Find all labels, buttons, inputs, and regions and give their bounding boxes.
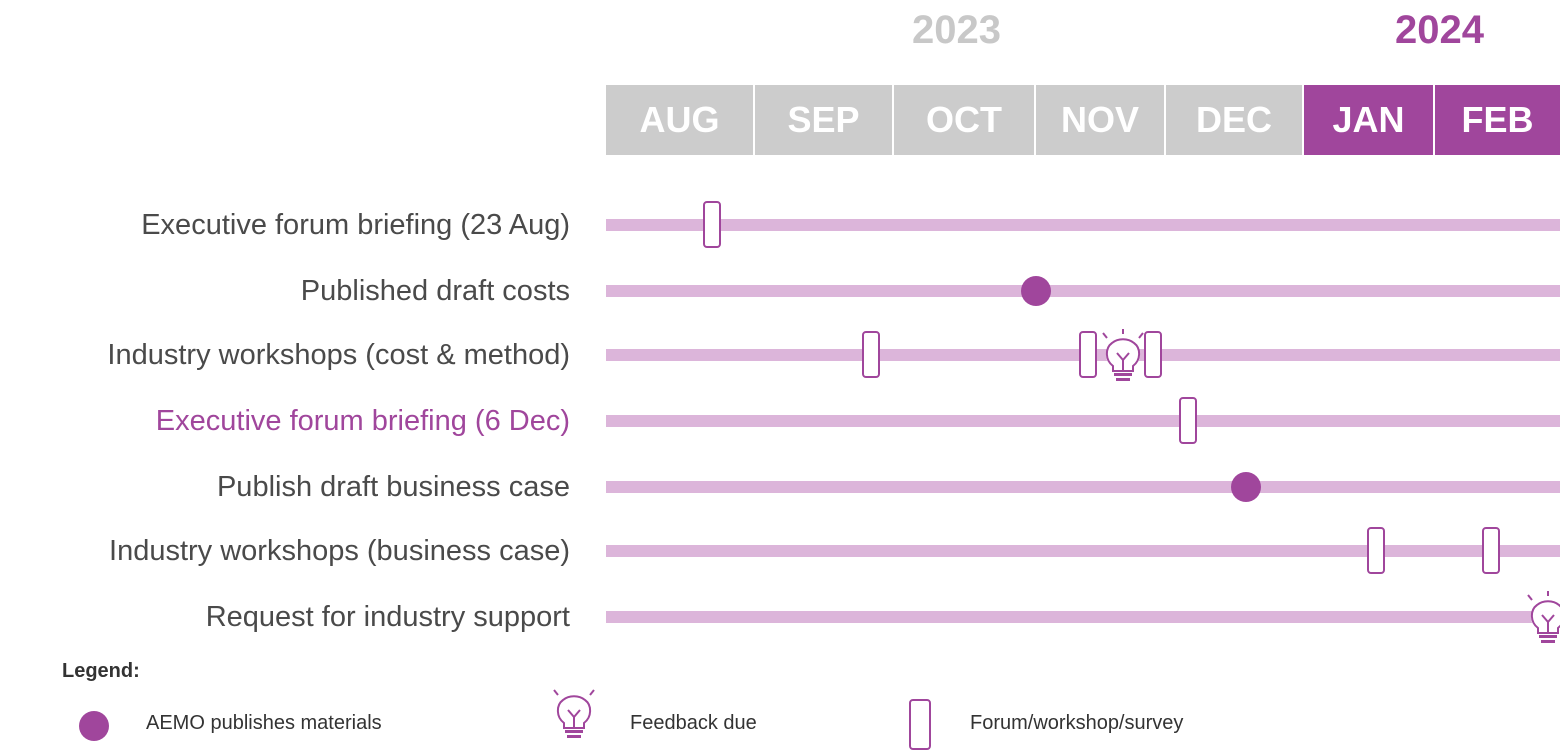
timeline-track [606, 481, 1560, 493]
year-label-2024: 2024 [1395, 8, 1484, 52]
month-jan: JAN [1304, 85, 1433, 155]
forum-marker [702, 201, 721, 248]
row-label: Published draft costs [300, 275, 570, 307]
feedback-marker [1527, 591, 1560, 643]
month-nov: NOV [1036, 85, 1164, 155]
legend-title: Legend: [62, 660, 140, 682]
row-label: Industry workshops (business case) [109, 535, 570, 567]
month-feb: FEB [1435, 85, 1560, 155]
month-aug: AUG [606, 85, 753, 155]
month-dec: DEC [1166, 85, 1302, 155]
row-label: Executive forum briefing (23 Aug) [141, 209, 570, 241]
legend-label-feedback: Feedback due [630, 712, 757, 734]
publish-marker [1231, 472, 1262, 502]
row-label: Request for industry support [205, 601, 570, 633]
forum-marker [1482, 527, 1501, 574]
filled-circle-icon [79, 711, 109, 741]
forum-marker [1366, 527, 1385, 574]
row-label: Publish draft business case [216, 471, 570, 503]
timeline-track [606, 415, 1560, 427]
timeline-track [606, 545, 1560, 557]
timeline-track [606, 219, 1560, 231]
forum-marker [1144, 331, 1162, 378]
timeline-track [606, 285, 1560, 297]
legend-label-forum: Forum/workshop/survey [970, 712, 1184, 734]
row-label: Executive forum briefing (6 Dec) [155, 405, 570, 437]
month-sep: SEP [755, 85, 892, 155]
forum-marker [861, 331, 880, 378]
year-label-2023: 2023 [912, 8, 1001, 52]
legend-label-aemo-publishes: AEMO publishes materials [146, 712, 382, 734]
timeline-track [606, 611, 1560, 623]
rounded-rect-icon [909, 699, 931, 750]
publish-marker [1021, 276, 1051, 306]
forum-marker [1079, 331, 1097, 378]
feedback-marker [1101, 329, 1144, 381]
row-label: Industry workshops (cost & method) [107, 339, 570, 371]
lightbulb-icon [553, 689, 595, 738]
month-oct: OCT [894, 85, 1034, 155]
forum-marker [1179, 397, 1198, 444]
